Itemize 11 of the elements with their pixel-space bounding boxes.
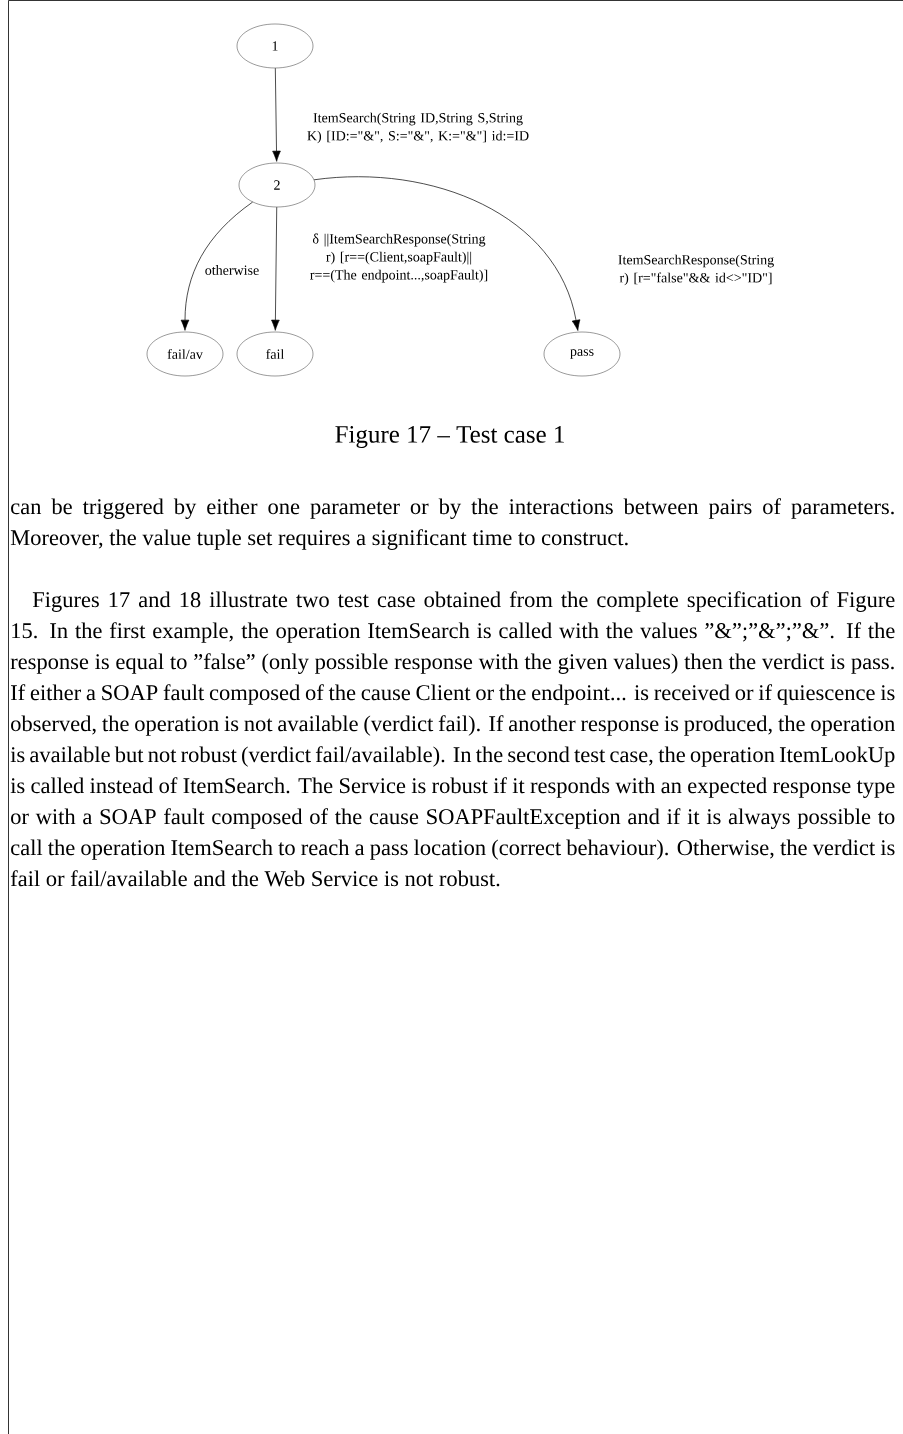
figure-caption: Figure 17 – Test case 1 — [335, 426, 564, 448]
arrow — [271, 206, 280, 331]
arrow — [180, 201, 253, 331]
edge-label: δ ||ItemSearchResponse(String r) [r==(Client,soapFault)|| r==(The endpoint...,soapFault)] — [310, 233, 488, 283]
edge-label: ItemSearch(String ID,String S,String K) [ID:="&", S:="&", K:="&"] id:=ID — [307, 112, 529, 144]
edge-label: ItemSearchResponse(String r) [r="false"&& id<>"ID"] — [618, 254, 774, 286]
arrow — [272, 67, 281, 162]
paragraph: can be triggered by either one parameter or by the interactions between pairs of parameters. Moreover, the value tuple set requires a significant time to construct. — [10, 498, 894, 550]
edge-label: otherwise — [205, 265, 259, 275]
paragraph: Figures 17 and 18 illustrate two test case obtained from the complete specification of Figure 15. In the first example, the operation ItemSearch is called with the values ”&”;”&”;”&”. If the response is equal to ”false” (only possible response with the given values) then the verdict is pass. If either a SOAP fault composed of the cause Client or the endpoint... is received or if quiescence is observed, the operation is not available (verdict fail). If another response is produced, the operation is available but not robust (verdict fail/available). In the second test case, the operation ItemLookUp is called instead of ItemSearch. The Service is robust if it responds with an expected response type or with a SOAP fault composed of the cause SOAPFaultException and if it is always possible to call the operation ItemSearch to reach a pass location (correct behaviour). Otherwise, the verdict is fail or fail/available and the Web Service is not robust. — [10, 591, 895, 887]
arrow — [313, 176, 581, 331]
